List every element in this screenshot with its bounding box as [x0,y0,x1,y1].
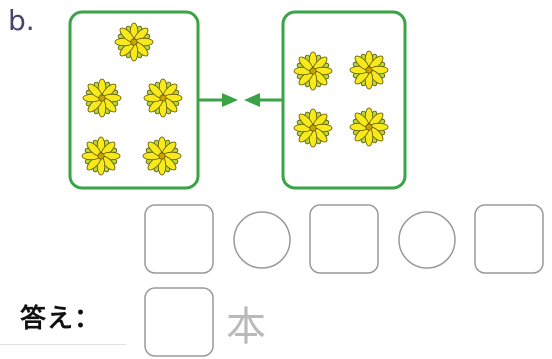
flower-icon [293,51,333,91]
answer-divider [0,344,126,345]
equation-box-1[interactable] [144,204,214,274]
flower-icon [349,50,389,90]
flower-icon [142,136,182,176]
equation-row [144,204,544,274]
operator-circle-1[interactable] [233,211,291,269]
answer-unit: 本 [226,304,266,350]
flower-icon [82,78,122,118]
flower-icon [293,108,333,148]
flower-icon [81,136,121,176]
right-group-box [281,10,407,190]
problem-label: b. [8,4,35,37]
flower-icon [143,78,183,118]
operator-circle-2[interactable] [398,211,456,269]
flower-icon [114,22,154,62]
equation-box-3[interactable] [474,204,544,274]
answer-box[interactable] [144,287,214,357]
flower-icon [349,107,389,147]
combine-arrows-icon [199,93,282,107]
equation-box-2[interactable] [309,204,379,274]
answer-label: 答え： [20,304,102,334]
